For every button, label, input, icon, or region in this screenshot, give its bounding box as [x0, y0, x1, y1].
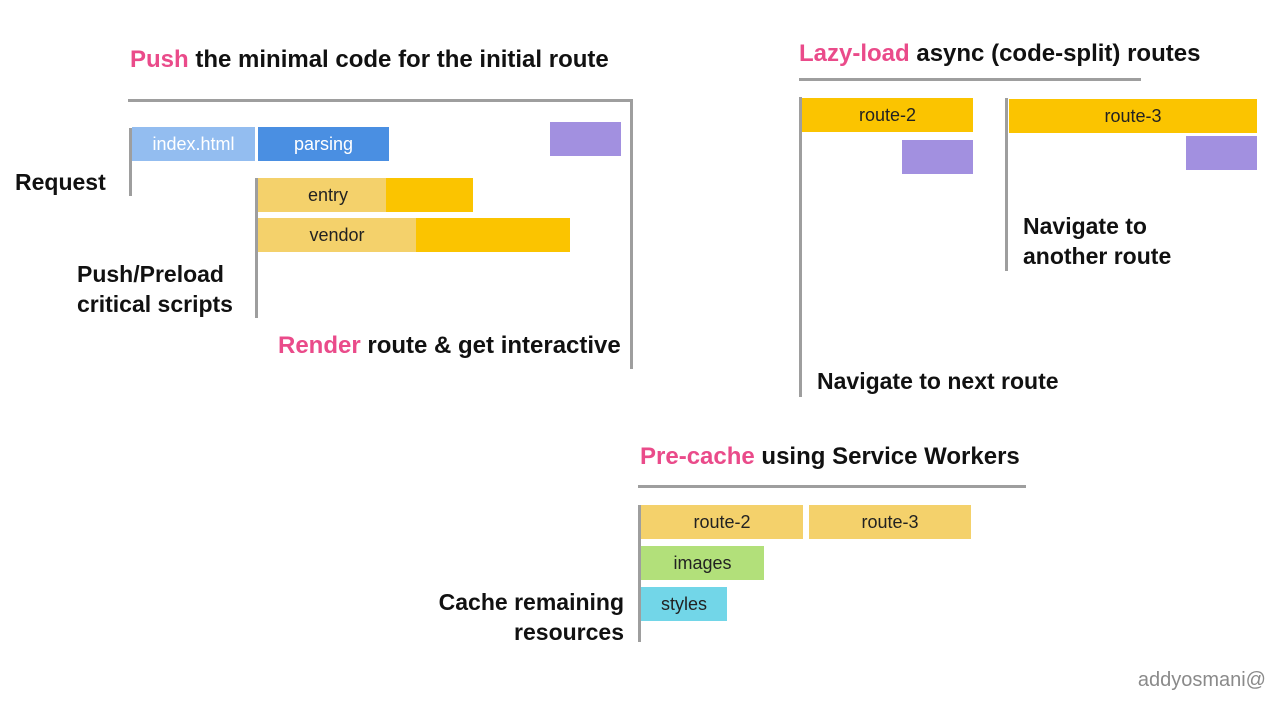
- author-watermark: addyosmani@: [1137, 669, 1266, 691]
- parsing-bar: parsing: [258, 127, 389, 161]
- precache-route3-bar: route-3: [809, 505, 971, 539]
- navigate-another-label-line2: another route: [1023, 243, 1172, 269]
- request-label: Request: [15, 169, 106, 195]
- precache-heading-accent: Pre-cache: [640, 443, 755, 470]
- render-bar: [550, 122, 621, 156]
- vendor-download: [258, 218, 416, 252]
- cache-divider: [638, 505, 641, 642]
- next-route-divider: [799, 97, 802, 397]
- preload-divider: [255, 178, 258, 318]
- entry-execute: [386, 178, 473, 212]
- another-route-divider: [1005, 98, 1008, 271]
- styles-bar: styles: [641, 587, 727, 621]
- lazy-heading-rest: async (code-split) routes: [909, 40, 1201, 67]
- precache-heading-rest: using Service Workers: [754, 443, 1020, 470]
- vendor-bar: vendor: [258, 218, 570, 252]
- lazy-route2-render-bar: [902, 140, 973, 174]
- lazy-heading: Lazy-load async (code-split) routes: [799, 39, 1200, 69]
- push-top-divider: [128, 99, 633, 102]
- push-right-divider: [630, 99, 633, 369]
- precache-heading: Pre-cache using Service Workers: [640, 442, 1020, 472]
- index-html-bar: index.html: [132, 127, 255, 161]
- navigate-another-label-line1: Navigate to: [1023, 213, 1147, 239]
- push-preload-label-line1: Push/Preload: [77, 261, 224, 287]
- vendor-label: vendor: [309, 224, 365, 245]
- entry-label: entry: [307, 184, 349, 205]
- precache-route2-bar: route-2: [641, 505, 803, 539]
- precache-top-divider: [638, 485, 1026, 488]
- push-preload-label-line2: critical scripts: [77, 291, 233, 317]
- vendor-execute: [416, 218, 570, 252]
- render-label: Render route & get interactive: [278, 331, 621, 361]
- lazy-route3-render-bar: [1186, 136, 1257, 170]
- lazy-top-divider: [799, 78, 1141, 81]
- entry-download: [258, 178, 386, 212]
- entry-bar: entry: [258, 178, 473, 212]
- render-label-accent: Render: [278, 332, 361, 359]
- navigate-next-label: Navigate to next route: [817, 368, 1059, 394]
- push-heading-rest: the minimal code for the initial route: [188, 46, 609, 73]
- render-label-rest: route & get interactive: [360, 332, 621, 359]
- images-bar: images: [641, 546, 764, 580]
- cache-remaining-label-line1: Cache remaining: [438, 589, 624, 615]
- lazy-route2-bar: route-2: [802, 98, 973, 132]
- cache-remaining-label-line2: resources: [514, 619, 624, 645]
- lazy-route3-bar: route-3: [1009, 99, 1257, 133]
- lazy-heading-accent: Lazy-load: [799, 40, 910, 67]
- push-heading-accent: Push: [130, 46, 189, 73]
- push-heading: Push the minimal code for the initial ro…: [130, 45, 609, 75]
- request-divider: [129, 128, 132, 196]
